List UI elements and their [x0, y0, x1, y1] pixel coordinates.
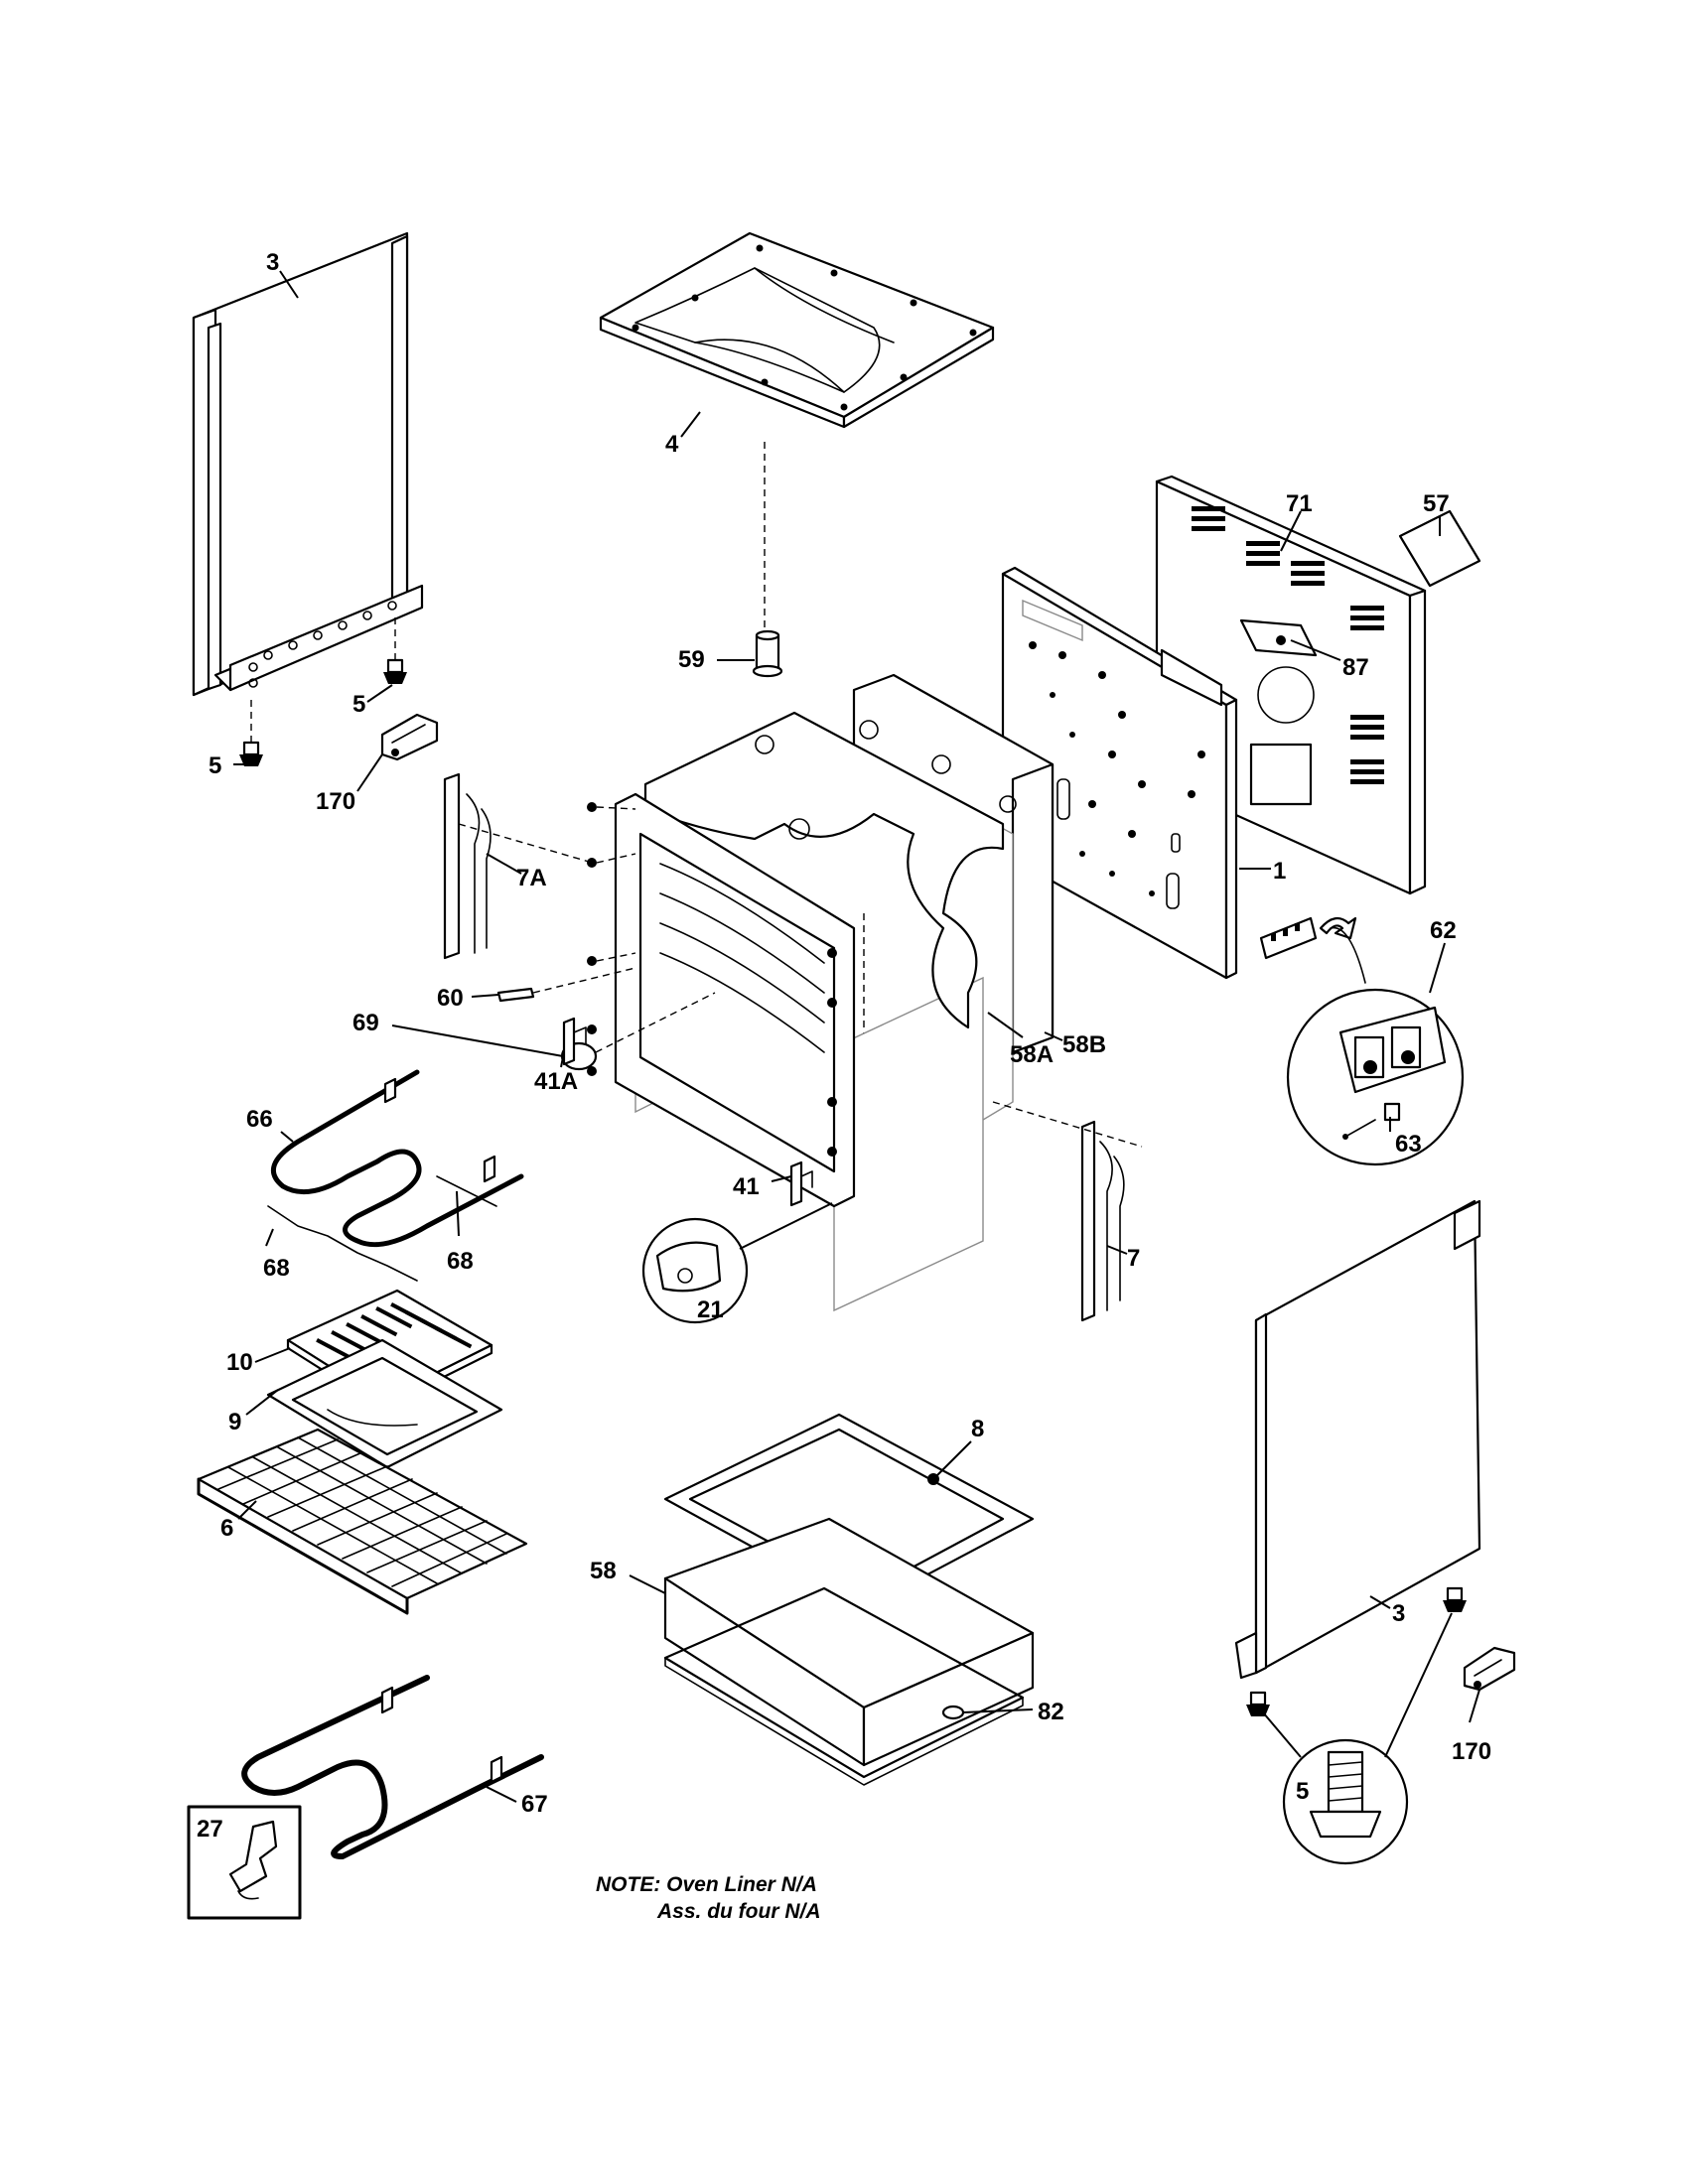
rack-support-right [992, 1101, 1143, 1322]
callout-63-screw: 63 [1395, 1131, 1422, 1158]
callout-6-oven-rack: 6 [220, 1515, 233, 1542]
callout-3-left-side-panel: 3 [266, 249, 279, 276]
top-panel [599, 231, 995, 429]
callout-9-broiler-pan: 9 [228, 1409, 241, 1435]
front-frame [614, 792, 856, 1208]
callout-57-plate: 57 [1423, 490, 1450, 517]
bake-element [241, 1675, 544, 1859]
door-stop-detail [641, 1202, 833, 1324]
broil-element [271, 1069, 524, 1248]
leader-lines [233, 270, 1480, 1803]
callout-71-rear-panel: 71 [1286, 490, 1313, 517]
top-insulation [643, 711, 1005, 1029]
serial-plate [1398, 509, 1481, 588]
anti-tip-bracket-right [1463, 1646, 1516, 1692]
callout-5-leg-upper: 5 [352, 691, 365, 718]
leveling-leg-detail [1262, 1612, 1453, 1865]
callout-58B-insulation: 58B [1062, 1031, 1106, 1058]
front-frame-screws [587, 802, 636, 1076]
spacer [752, 629, 783, 678]
broiler-pan [266, 1338, 503, 1469]
callout-5-leg-lower: 5 [209, 752, 221, 779]
callout-labels: 3 4 57 71 87 59 5 5 170 7A 1 62 60 69 41… [197, 249, 1491, 1843]
callout-58-bottom-insulation: 58 [590, 1558, 617, 1584]
inner-back-panel [1001, 566, 1238, 980]
callout-68-support-right: 68 [447, 1248, 474, 1275]
note-line-french: Ass. du four N/A [656, 1900, 821, 1923]
callout-68-support-left: 68 [263, 1255, 290, 1282]
callout-170-anti-tip-left: 170 [316, 788, 355, 815]
callout-7-rack-support: 7 [1127, 1245, 1140, 1272]
callout-62-terminal-block: 62 [1430, 917, 1457, 944]
callout-170-anti-tip-right: 170 [1452, 1738, 1491, 1765]
right-side-panel [1234, 1199, 1481, 1680]
small-bracket [496, 967, 636, 1003]
anti-tip-bracket-left [380, 713, 439, 761]
callout-59-spacer: 59 [678, 646, 705, 673]
terminal-block [1259, 916, 1366, 984]
left-side-panel [192, 231, 424, 697]
leveling-leg-left [239, 700, 263, 766]
bottom-cover [663, 1586, 1025, 1786]
leveling-leg-right [1246, 1586, 1467, 1716]
bottom-insulation [663, 1517, 1035, 1767]
leveling-leg-left-2 [383, 617, 407, 684]
callout-21-door-stop: 21 [697, 1297, 724, 1323]
callout-5-leveling-leg: 5 [1296, 1778, 1309, 1805]
oven-rack [197, 1428, 528, 1615]
callout-41A-hinge-receptacle: 41A [534, 1068, 578, 1095]
callout-7A-rack-support: 7A [516, 865, 547, 891]
callout-1-inner-back-panel: 1 [1273, 858, 1286, 885]
callout-3-right-side-panel: 3 [1392, 1600, 1405, 1627]
callout-82: 82 [1038, 1699, 1064, 1725]
callout-69-lamp-lens: 69 [352, 1010, 379, 1036]
note-line-english: NOTE: Oven Liner N/A [596, 1873, 817, 1896]
callout-10-broiler-grid: 10 [226, 1349, 253, 1376]
hinge-receptacle-left [562, 1017, 587, 1066]
callout-41-hinge-receptacle: 41 [733, 1173, 760, 1200]
hinge-receptacle [789, 1160, 813, 1207]
callout-87: 87 [1342, 654, 1369, 681]
callout-58A-insulation: 58A [1010, 1041, 1054, 1068]
element-supports [267, 1175, 497, 1282]
rack-support-left [443, 772, 597, 960]
callout-8-oven-bottom: 8 [971, 1416, 984, 1442]
callout-27-bracket: 27 [197, 1816, 223, 1843]
callout-4-top-panel: 4 [665, 431, 679, 458]
callout-60-bracket: 60 [437, 985, 464, 1012]
callout-66-broil-element: 66 [246, 1106, 273, 1133]
terminal-block-detail [1286, 988, 1465, 1166]
callout-67-bake-element: 67 [521, 1791, 548, 1818]
note-block: NOTE: Oven Liner N/A Ass. du four N/A [596, 1873, 821, 1923]
bracket-detail-box [187, 1805, 302, 1920]
